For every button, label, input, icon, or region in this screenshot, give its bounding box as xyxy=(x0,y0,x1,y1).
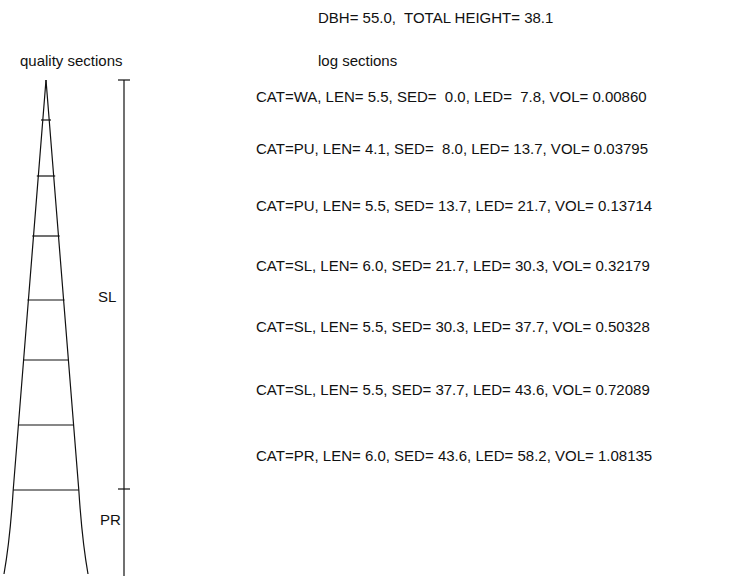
log-division xyxy=(13,489,79,490)
quality-tick xyxy=(118,488,130,489)
log-division xyxy=(28,299,65,300)
log-division xyxy=(32,235,59,236)
log-division xyxy=(41,119,51,120)
log-division xyxy=(23,359,69,360)
log-record: CAT=SL, LEN= 5.5, SED= 30.3, LED= 37.7, … xyxy=(256,318,650,336)
log-record: CAT=PU, LEN= 5.5, SED= 13.7, LED= 21.7, … xyxy=(256,197,652,215)
quality-code: SL xyxy=(98,288,116,306)
quality-bar xyxy=(123,80,124,576)
log-record: CAT=SL, LEN= 6.0, SED= 21.7, LED= 30.3, … xyxy=(256,257,650,275)
section-heading: quality sections xyxy=(20,52,123,70)
stem-outline xyxy=(46,80,88,574)
log-division xyxy=(37,175,55,176)
quality-code: PR xyxy=(100,511,121,529)
log-record: CAT=WA, LEN= 5.5, SED= 0.0, LED= 7.8, VO… xyxy=(256,88,647,106)
log-division xyxy=(18,424,74,425)
stem-outline xyxy=(4,80,46,574)
log-record: CAT=SL, LEN= 5.5, SED= 37.7, LED= 43.6, … xyxy=(256,381,650,399)
section-heading: log sections xyxy=(318,52,397,70)
log-record: CAT=PR, LEN= 6.0, SED= 43.6, LED= 58.2, … xyxy=(256,447,652,465)
quality-tick xyxy=(118,79,130,80)
log-record: CAT=PU, LEN= 4.1, SED= 8.0, LED= 13.7, V… xyxy=(256,140,648,158)
diagram-title: DBH= 55.0, TOTAL HEIGHT= 38.1 xyxy=(318,9,553,27)
